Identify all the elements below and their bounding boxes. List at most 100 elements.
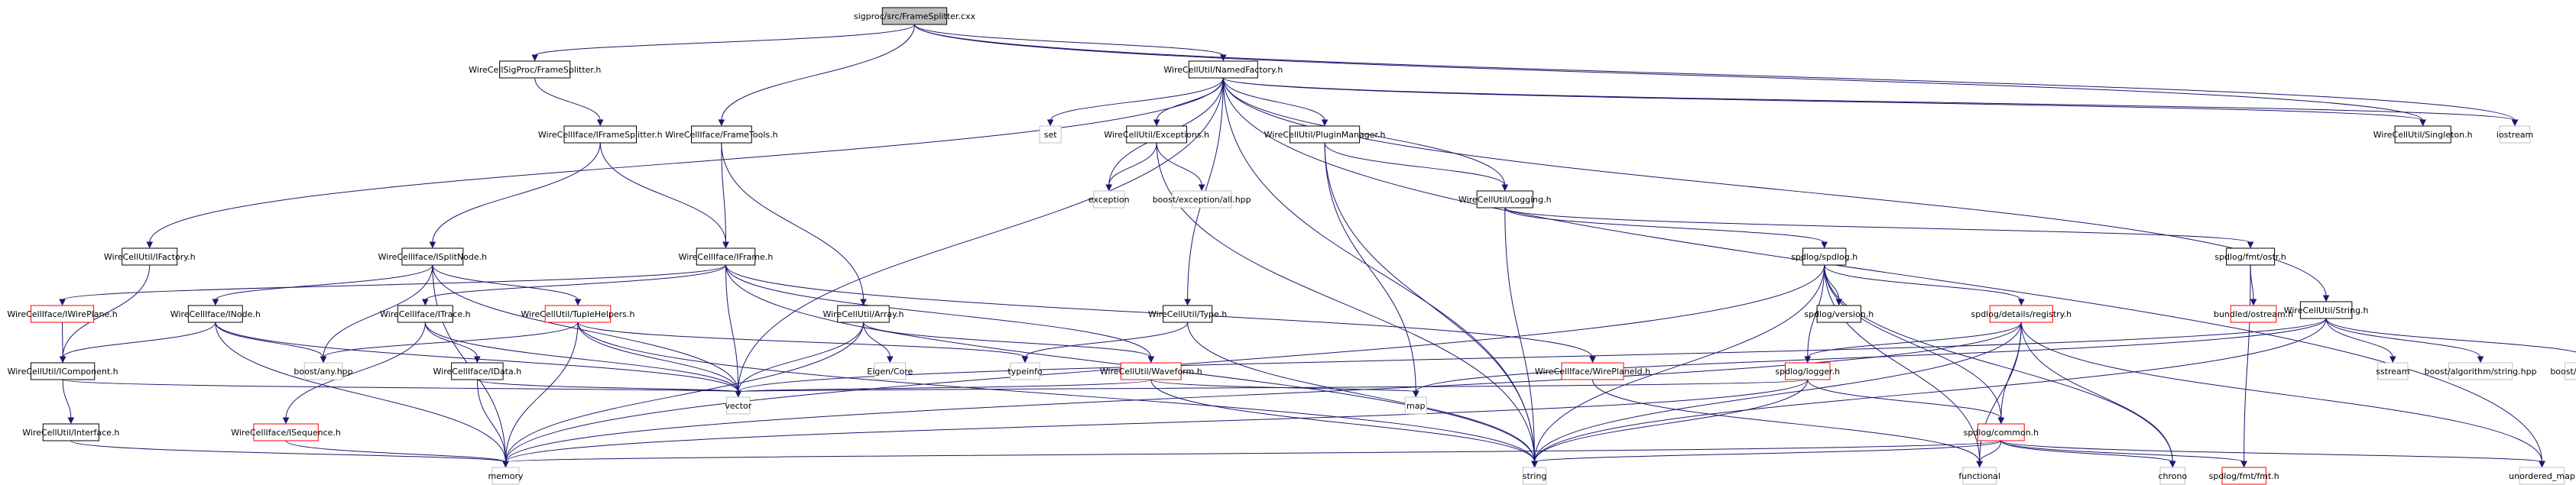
node-ifs[interactable]: WireCellIface/IFrameSplitter.h xyxy=(538,125,663,144)
node-sp_fs[interactable]: WireCellSigProc/FrameSplitter.h xyxy=(469,60,601,79)
node-string_h[interactable]: WireCellUtil/String.h xyxy=(2284,301,2369,319)
node-label: boost/exception/all.hpp xyxy=(1153,195,1251,205)
node-iframe[interactable]: WireCellIface/IFrame.h xyxy=(679,247,774,266)
node-root[interactable]: sigproc/src/FrameSplitter.cxx xyxy=(854,7,976,25)
edge-pm-to-logging xyxy=(1324,142,1509,192)
node-box xyxy=(1816,305,1861,323)
edge-ft-to-iframe xyxy=(721,142,729,249)
node-label: WireCellIface/INode.h xyxy=(170,309,261,319)
node-box xyxy=(499,60,571,79)
edge-array-to-waveform xyxy=(863,322,1155,364)
node-tuple[interactable]: WireCellUtil/TupleHelpers.h xyxy=(521,305,635,323)
edge-string_h-to-map xyxy=(1412,318,2327,398)
edge-root-to-iostream xyxy=(913,24,2519,127)
node-box xyxy=(1802,247,1847,266)
node-wpid[interactable]: WireCellIface/WirePlaneId.h xyxy=(1535,362,1650,380)
node-version[interactable]: spdlog/version.h xyxy=(1804,305,1874,323)
node-box xyxy=(2299,301,2353,319)
edge-ifs-to-iframe xyxy=(599,142,729,249)
node-isequence[interactable]: WireCellIface/ISequence.h xyxy=(231,423,341,441)
edge-iwireplane-to-icomponent xyxy=(59,322,67,364)
edge-nf-to-ifactory xyxy=(146,77,1224,249)
node-label: WireCellUtil/Type.h xyxy=(1148,309,1227,319)
node-label: bundled/ostream.h xyxy=(2214,309,2293,319)
node-icomponent[interactable]: WireCellUtil/IComponent.h xyxy=(8,362,118,380)
edge-logger-to-memory xyxy=(502,379,1809,468)
node-label: spdlog/logger.h xyxy=(1775,367,1840,377)
node-box xyxy=(1962,467,1997,485)
edge-inode-to-icomponent xyxy=(59,322,216,364)
node-label: boost/algorithm/string.hpp xyxy=(2425,367,2537,377)
node-algostring: boost/algorithm/string.hpp xyxy=(2425,362,2537,380)
edge-ostr-to-fmt xyxy=(2240,264,2251,468)
edge-common-to-string xyxy=(1531,440,2002,468)
node-bundled[interactable]: bundled/ostream.h xyxy=(2214,305,2293,323)
edge-isequence-to-memory xyxy=(285,440,509,468)
node-label: spdlog/spdlog.h xyxy=(1791,252,1857,262)
node-label: functional xyxy=(1958,471,2000,481)
node-inode[interactable]: WireCellIface/INode.h xyxy=(170,305,261,323)
node-memory: memory xyxy=(488,467,524,485)
node-iostream: iostream xyxy=(2497,125,2533,144)
node-label: WireCellIface/IData.h xyxy=(433,367,522,377)
node-label: set xyxy=(1044,130,1057,140)
node-common[interactable]: spdlog/common.h xyxy=(1964,423,2039,441)
node-label: WireCellUtil/Interface.h xyxy=(22,428,119,438)
edge-nf-to-singleton xyxy=(1222,77,2426,127)
node-fmt[interactable]: spdlog/fmt/fmt.h xyxy=(2209,467,2279,485)
node-type[interactable]: WireCellUtil/Type.h xyxy=(1148,305,1227,323)
node-waveform[interactable]: WireCellUtil/Waveform.h xyxy=(1100,362,1202,380)
node-box xyxy=(1188,60,1258,79)
node-nf[interactable]: WireCellUtil/NamedFactory.h xyxy=(1163,60,1283,79)
node-box xyxy=(492,467,520,485)
edge-interface-to-memory xyxy=(70,440,509,468)
edge-logger-to-common xyxy=(1807,379,2005,425)
node-label: WireCellIface/WirePlaneId.h xyxy=(1535,367,1650,377)
edge-array-to-eigen xyxy=(863,322,894,364)
node-label: WireCellUtil/TupleHelpers.h xyxy=(521,309,635,319)
edge-logging-to-spdlog xyxy=(1504,207,1828,249)
edge-waveform-to-vector xyxy=(735,379,1152,398)
edge-ifs-to-isplit xyxy=(429,142,601,249)
node-box xyxy=(187,305,243,323)
node-label: unordered_map xyxy=(2509,471,2575,481)
node-label: WireCellIface/FrameTools.h xyxy=(665,130,778,140)
node-chrono: chrono xyxy=(2158,467,2187,485)
node-interface[interactable]: WireCellUtil/Interface.h xyxy=(22,423,119,441)
node-logger[interactable]: spdlog/logger.h xyxy=(1775,362,1840,380)
edge-nf-to-string_h xyxy=(1222,77,2330,302)
node-ostr[interactable]: spdlog/fmt/ostr.h xyxy=(2214,247,2286,266)
node-box xyxy=(2448,362,2513,380)
node-ft[interactable]: WireCellIface/FrameTools.h xyxy=(665,125,778,144)
node-idata[interactable]: WireCellIface/IData.h xyxy=(433,362,522,380)
edge-iframe-to-itrace xyxy=(422,264,726,306)
edge-registry-to-common xyxy=(1997,322,2022,425)
node-box xyxy=(544,305,612,323)
node-singleton[interactable]: WireCellUtil/Singleton.h xyxy=(2373,125,2473,144)
edge-logger-to-vector xyxy=(735,379,1809,398)
node-isplit[interactable]: WireCellIface/ISplitNode.h xyxy=(378,247,488,266)
node-label: WireCellUtil/String.h xyxy=(2284,306,2369,315)
node-ifactory[interactable]: WireCellUtil/IFactory.h xyxy=(104,247,196,266)
node-box xyxy=(42,423,99,441)
edge-inode-to-boostany xyxy=(215,322,327,364)
node-box xyxy=(1476,190,1533,209)
node-array[interactable]: WireCellUtil/Array.h xyxy=(822,305,904,323)
node-box xyxy=(1561,362,1624,380)
node-label: WireCellSigProc/FrameSplitter.h xyxy=(469,65,601,75)
node-box xyxy=(31,362,96,380)
node-pm[interactable]: WireCellUtil/PluginManager.h xyxy=(1264,125,1386,144)
node-spdlog[interactable]: spdlog/spdlog.h xyxy=(1791,247,1857,266)
node-umap: unordered_map xyxy=(2509,467,2575,485)
node-exc[interactable]: WireCellUtil/Exceptions.h xyxy=(1104,125,1209,144)
node-box xyxy=(726,396,751,415)
node-registry[interactable]: spdlog/details/registry.h xyxy=(1971,305,2072,323)
node-box xyxy=(1404,396,1427,415)
edge-root-to-sp_fs xyxy=(531,24,915,62)
node-box xyxy=(401,247,464,266)
node-itrace[interactable]: WireCellIface/ITrace.h xyxy=(380,305,471,323)
node-iwireplane[interactable]: WireCellIface/IWirePlane.h xyxy=(7,305,118,323)
node-logging[interactable]: WireCellUtil/Logging.h xyxy=(1458,190,1552,209)
edge-icomponent-to-interface xyxy=(62,379,75,425)
edge-common-to-functional xyxy=(1976,440,2002,468)
